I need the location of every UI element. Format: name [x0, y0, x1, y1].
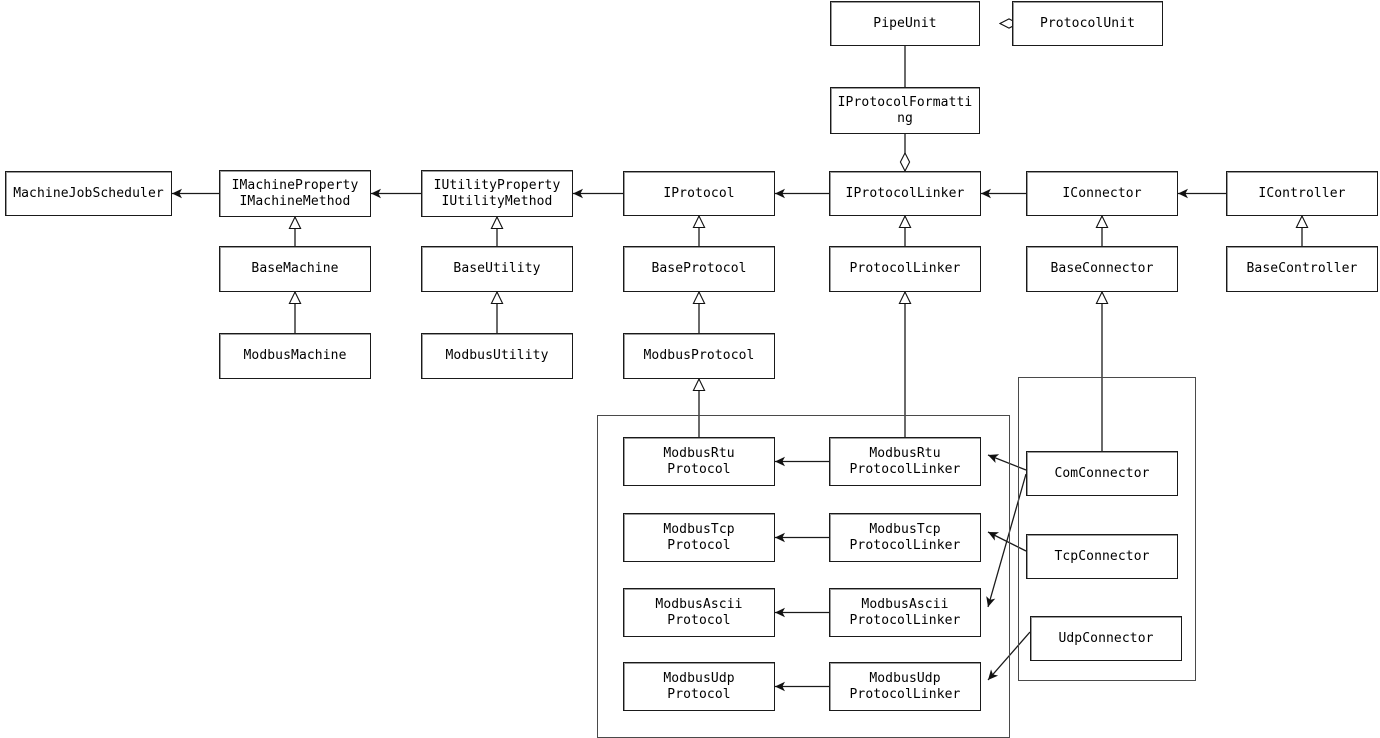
- class-label: TcpConnector: [1054, 548, 1150, 564]
- class-label: ModbusAscii Protocol: [655, 596, 743, 628]
- class-node-modbus-utility[interactable]: ModbusUtility: [421, 333, 573, 379]
- class-node-iprotocol-formatting[interactable]: IProtocolFormatti ng: [830, 87, 980, 134]
- class-label: ModbusProtocol: [643, 348, 755, 363]
- class-label: PipeUnit: [873, 15, 937, 31]
- class-node-iconnector[interactable]: IConnector: [1026, 171, 1178, 216]
- class-node-imachine-property[interactable]: IMachineProperty IMachineMethod: [219, 170, 371, 217]
- class-node-modbus-tcp-protocol[interactable]: ModbusTcp Protocol: [623, 513, 775, 562]
- class-label: BaseConnector: [1050, 261, 1154, 276]
- class-node-base-machine[interactable]: BaseMachine: [219, 246, 371, 292]
- class-node-modbus-ascii-protocol[interactable]: ModbusAscii Protocol: [623, 588, 775, 637]
- class-node-modbus-rtu-protocol[interactable]: ModbusRtu Protocol: [623, 437, 775, 486]
- class-label: IUtilityProperty IUtilityMethod: [433, 177, 561, 209]
- class-label: ModbusUtility: [445, 348, 549, 363]
- class-node-base-controller[interactable]: BaseController: [1226, 246, 1378, 292]
- class-node-modbus-udp-protocol[interactable]: ModbusUdp Protocol: [623, 662, 775, 711]
- class-label: IProtocol: [663, 185, 735, 201]
- class-node-protocol-linker[interactable]: ProtocolLinker: [829, 246, 981, 292]
- class-node-com-connector[interactable]: ComConnector: [1026, 451, 1178, 496]
- class-label: ModbusTcp ProtocolLinker: [849, 521, 961, 553]
- class-node-modbus-ascii-protocol-linker[interactable]: ModbusAscii ProtocolLinker: [829, 588, 981, 637]
- class-node-icontroller[interactable]: IController: [1226, 171, 1378, 216]
- class-label: BaseMachine: [251, 261, 339, 276]
- class-label: IMachineProperty IMachineMethod: [231, 177, 359, 209]
- class-node-base-utility[interactable]: BaseUtility: [421, 246, 573, 292]
- class-node-modbus-tcp-protocol-linker[interactable]: ModbusTcp ProtocolLinker: [829, 513, 981, 562]
- class-node-tcp-connector[interactable]: TcpConnector: [1026, 534, 1178, 579]
- class-node-base-connector[interactable]: BaseConnector: [1026, 246, 1178, 292]
- class-label: MachineJobScheduler: [13, 185, 164, 201]
- class-label: ModbusUdp Protocol: [663, 670, 735, 702]
- class-label: ModbusAscii ProtocolLinker: [849, 596, 961, 628]
- class-label: IProtocolLinker: [845, 185, 965, 201]
- class-label: ModbusRtu ProtocolLinker: [849, 445, 961, 477]
- class-node-base-protocol[interactable]: BaseProtocol: [623, 246, 775, 292]
- class-label: ComConnector: [1054, 465, 1150, 481]
- class-label: BaseProtocol: [651, 261, 747, 276]
- class-label: IProtocolFormatti ng: [837, 94, 973, 126]
- class-node-pipe-unit[interactable]: PipeUnit: [830, 1, 980, 46]
- class-node-modbus-udp-protocol-linker[interactable]: ModbusUdp ProtocolLinker: [829, 662, 981, 711]
- class-node-machine-job-scheduler[interactable]: MachineJobScheduler: [5, 171, 172, 216]
- class-label: ModbusTcp Protocol: [663, 521, 735, 553]
- class-label: UdpConnector: [1058, 630, 1154, 646]
- class-node-iutility-property[interactable]: IUtilityProperty IUtilityMethod: [421, 170, 573, 217]
- class-label: IConnector: [1062, 185, 1142, 201]
- class-label: BaseController: [1246, 261, 1358, 276]
- class-label: ModbusUdp ProtocolLinker: [849, 670, 961, 702]
- class-label: ModbusMachine: [243, 348, 347, 363]
- class-label: ModbusRtu Protocol: [663, 445, 735, 477]
- class-node-modbus-rtu-protocol-linker[interactable]: ModbusRtu ProtocolLinker: [829, 437, 981, 486]
- class-node-modbus-machine[interactable]: ModbusMachine: [219, 333, 371, 379]
- class-node-udp-connector[interactable]: UdpConnector: [1030, 616, 1182, 661]
- class-label: BaseUtility: [453, 261, 541, 276]
- class-node-protocol-unit[interactable]: ProtocolUnit: [1012, 1, 1163, 46]
- class-node-iprotocol-linker[interactable]: IProtocolLinker: [829, 171, 981, 216]
- class-label: ProtocolUnit: [1039, 15, 1136, 31]
- class-node-iprotocol[interactable]: IProtocol: [623, 171, 775, 216]
- class-label: ProtocolLinker: [849, 261, 961, 276]
- class-label: IController: [1258, 185, 1346, 201]
- class-node-modbus-protocol[interactable]: ModbusProtocol: [623, 333, 775, 379]
